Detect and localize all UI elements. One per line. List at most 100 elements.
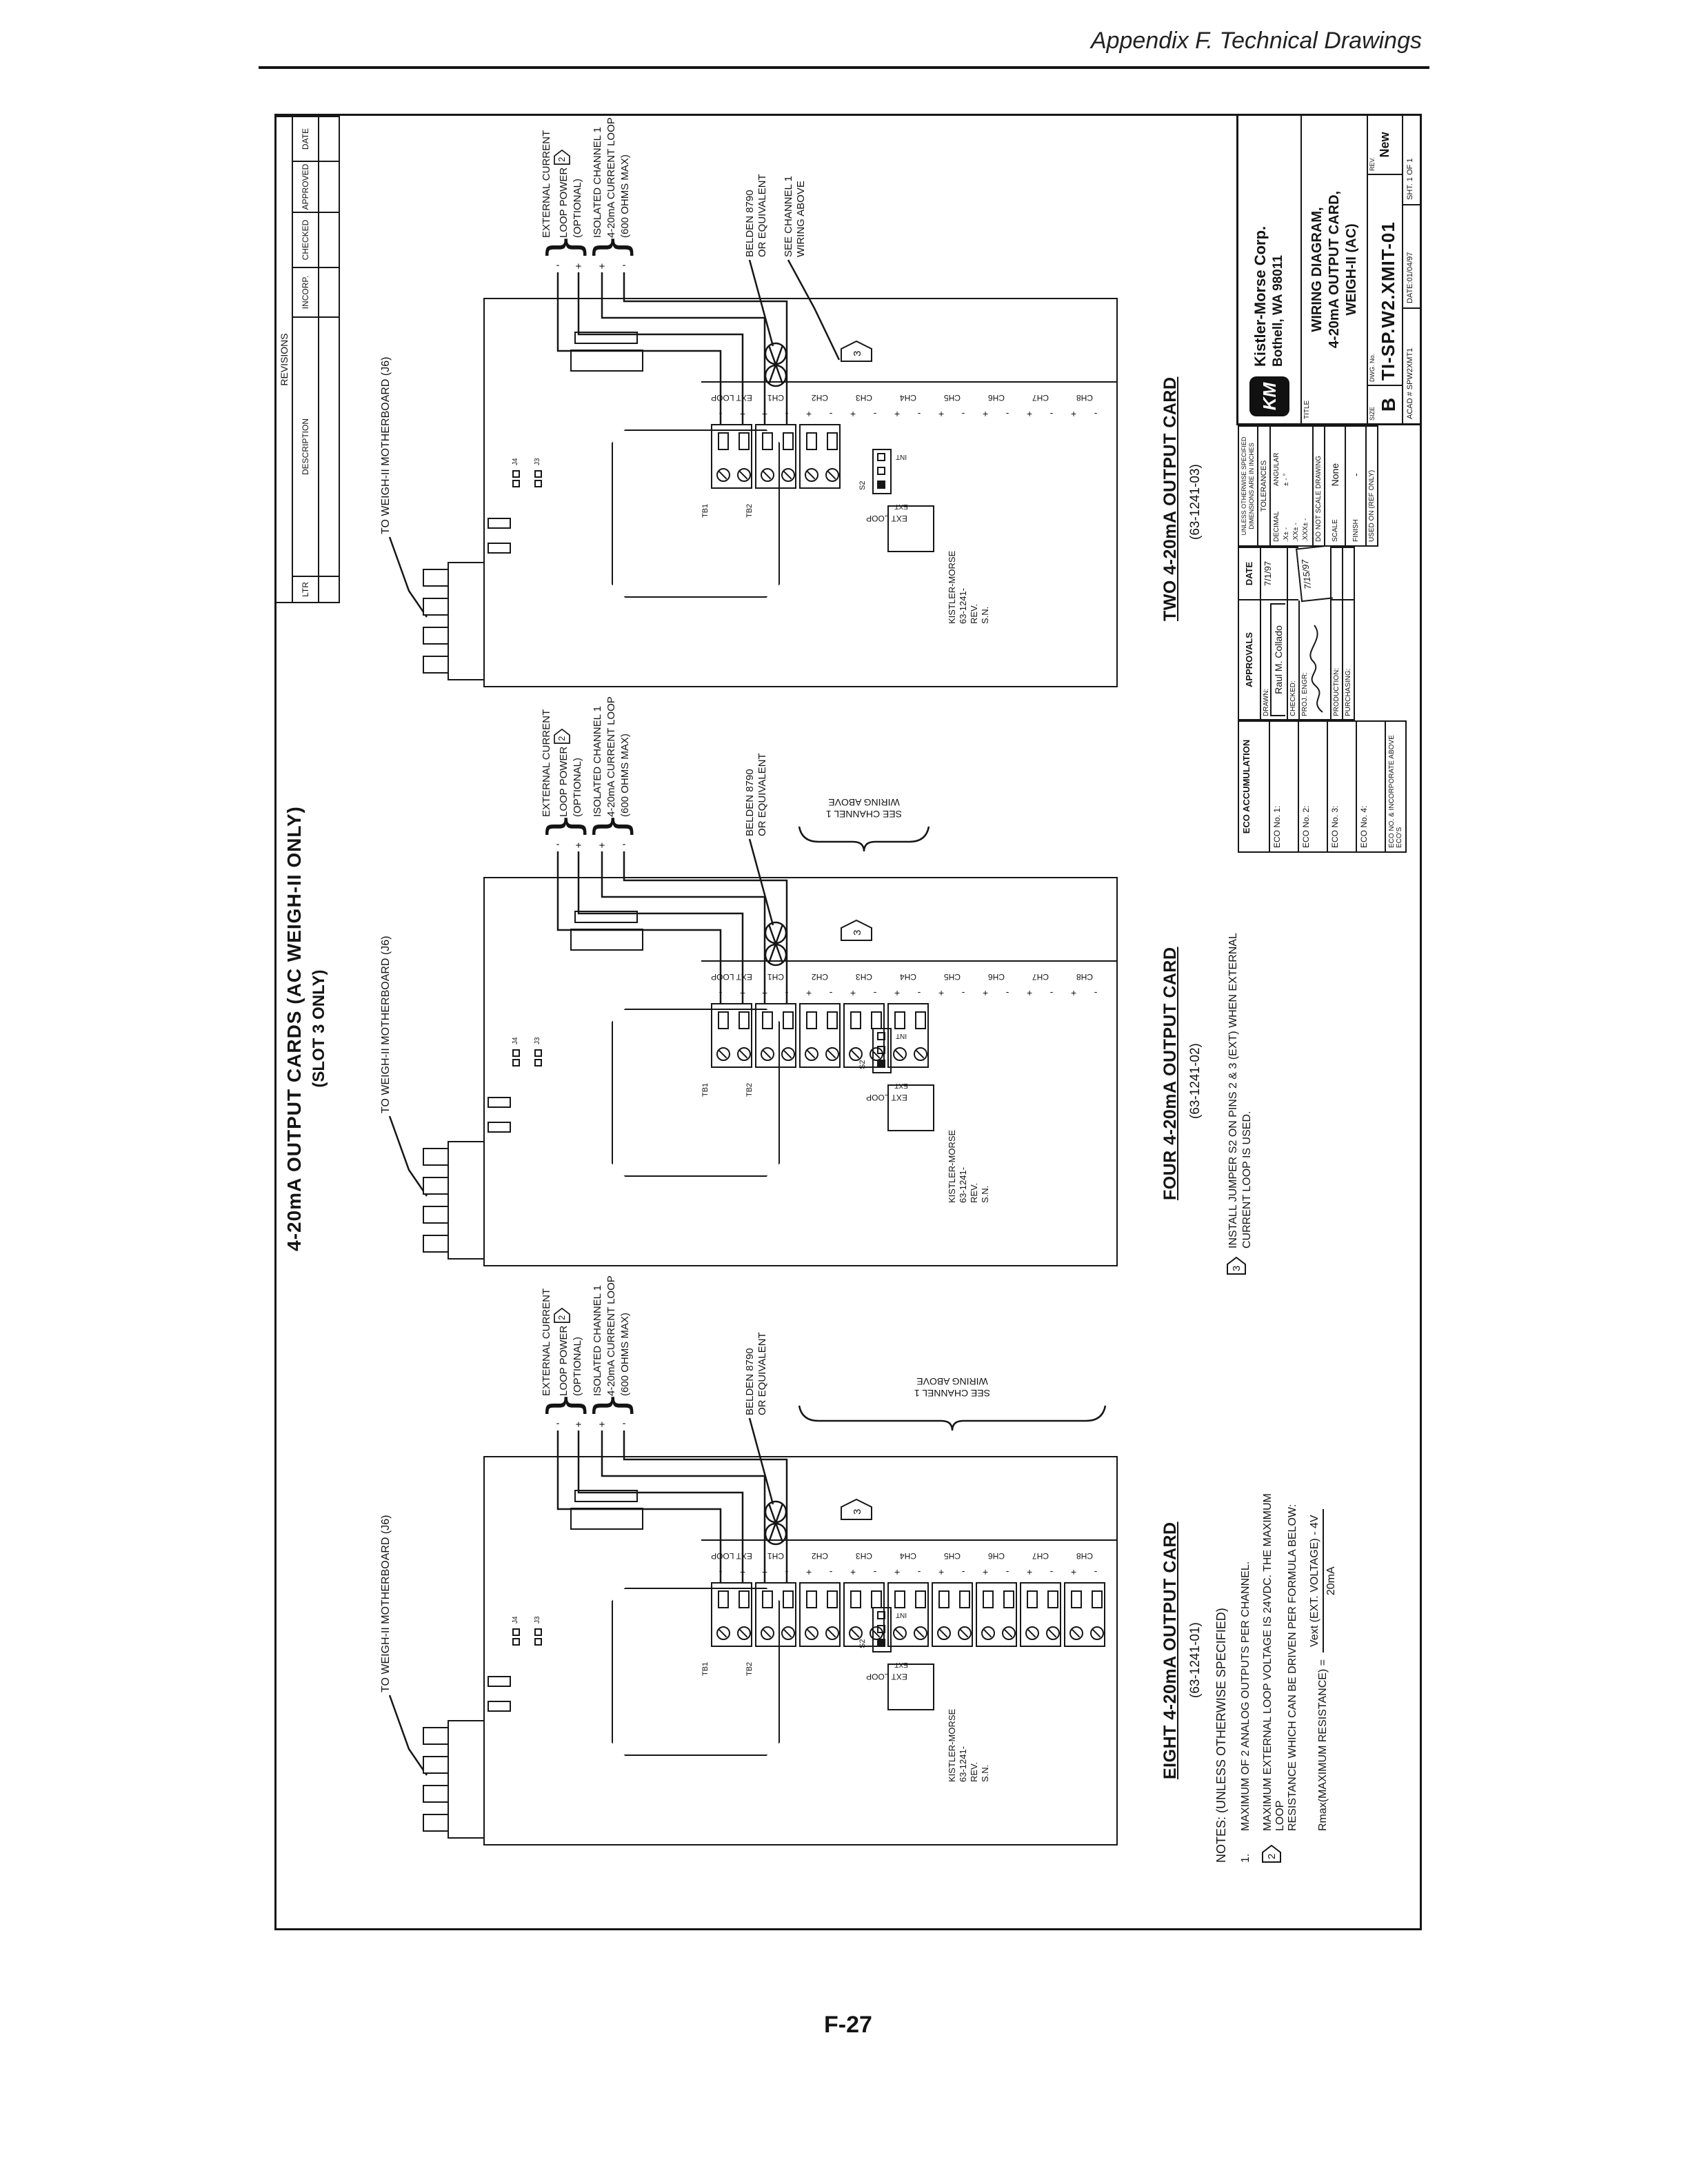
km-sticker-text: KISTLER-MORSE 63-1241- REV. S.N. (947, 550, 990, 624)
flag-3-icon: 3 (841, 340, 872, 362)
terminal-screw (937, 1626, 951, 1640)
polarity-mark: - (556, 1418, 560, 1430)
eco-table: ECO ACCUMULATION ECO No. 1: ECO No. 2: E… (1238, 720, 1407, 853)
jumper-designator: J3 (534, 458, 541, 465)
polarity-mark: - (785, 409, 789, 420)
polarity-mark: + (894, 1567, 901, 1578)
terminal-screw (914, 1626, 927, 1640)
revisions-table: REVISIONS LTR DESCRIPTION INCORP. CHECKE… (277, 116, 340, 603)
tolerances-block: UNLESS OTHERWISE SPECIFIED DIMENSIONS AR… (1238, 425, 1378, 547)
terminal-screw (914, 1047, 927, 1061)
polarity-mark: - (873, 409, 877, 420)
polarity-mark: + (761, 409, 768, 420)
polarity-mark: + (982, 988, 989, 999)
jumper-pad (534, 1638, 542, 1646)
edge-connector-pin (423, 1177, 450, 1195)
s2-jumper (872, 1028, 892, 1073)
channel-label: CH7 (1032, 1551, 1049, 1561)
terminal-screw (958, 1626, 972, 1640)
terminal-screw (761, 1047, 774, 1061)
edge-connector (448, 1720, 485, 1839)
eco-last-row: ECO NO. & INCORPORATE ABOVE ECO'S (1385, 720, 1407, 853)
external-loop-power-label: EXTERNAL CURRENT LOOP POWER 2 (OPTIONAL) (541, 1288, 583, 1396)
terminal-pin (827, 1590, 838, 1608)
brace-icon (590, 241, 634, 261)
jumper-pad (512, 1059, 520, 1066)
channel-label: CH5 (944, 972, 961, 982)
terminal-screw (761, 1626, 774, 1640)
rev-value: New (1378, 132, 1391, 158)
polarity-mark: + (938, 988, 945, 999)
polarity-mark: + (894, 409, 901, 420)
channel-label: CH2 (812, 1551, 829, 1561)
polarity-mark: - (556, 260, 560, 272)
polarity-mark: + (1070, 1567, 1077, 1578)
terminal-screw (781, 1047, 795, 1061)
motherboard-leader (388, 1695, 428, 1776)
jumper-pad (534, 1049, 542, 1057)
polarity-mark: + (761, 988, 768, 999)
eco-row: ECO No. 1: (1269, 720, 1298, 853)
terminal-pin (783, 1590, 794, 1608)
jumper-note: 3 INSTALL JUMPER S2 ON PINS 2 & 3 (EXT) … (1227, 933, 1254, 1275)
terminal-strip-edge (701, 1539, 1118, 1541)
jumper-pad (534, 1628, 542, 1636)
terminal-screw (737, 468, 751, 482)
terminal-pin (850, 1011, 861, 1029)
edge-connector-pin (423, 598, 450, 616)
drawing-frame: 4-20mA OUTPUT CARDS (AC WEIGH-II ONLY) (… (274, 114, 1422, 1930)
finish-value: - (1350, 473, 1361, 476)
edge-connector-pin (423, 1756, 450, 1774)
channel-label: CH2 (812, 972, 829, 982)
wire-diagram (388, 259, 841, 618)
channel-label: CH3 (856, 1551, 873, 1561)
note-2-flag-icon: 2 (1262, 1831, 1299, 1863)
jumper-pad (512, 470, 520, 478)
belden-leader (748, 259, 774, 347)
km-sticker-text: KISTLER-MORSE 63-1241- REV. S.N. (947, 1708, 990, 1782)
s2-pin (877, 1060, 885, 1068)
belden-label: BELDEN 8790 OR EQUIVALENT (744, 753, 768, 836)
jumper-designator: J3 (534, 1037, 541, 1044)
polarity-mark: + (739, 1567, 746, 1578)
wire-diagram (388, 826, 930, 1197)
terminal-pin (762, 1011, 773, 1029)
dwg-number: TI-SP.W2.XMIT-01 (1378, 221, 1398, 381)
s2-pin (877, 453, 885, 461)
polarity-mark: - (622, 1418, 626, 1430)
terminal-pin (1071, 1590, 1082, 1608)
channel-label: CH7 (1032, 972, 1049, 982)
appendix-header: Appendix F. Technical Drawings (1090, 28, 1422, 54)
terminal-block (976, 1582, 1017, 1647)
terminal-screw (1069, 1626, 1083, 1640)
terminal-pin (738, 432, 750, 450)
terminal-pin (1092, 1590, 1103, 1608)
terminal-pin (806, 432, 817, 450)
jumper-pad (534, 470, 542, 478)
terminal-pin (718, 1590, 729, 1608)
terminal-block (799, 1582, 841, 1647)
terminal-pin (762, 1590, 773, 1608)
s2-designator: S2 (858, 1060, 867, 1069)
terminal-screw (893, 1047, 907, 1061)
polarity-mark: - (917, 1567, 921, 1578)
terminal-screw (1046, 1626, 1060, 1640)
svg-text:3: 3 (852, 1509, 863, 1515)
terminal-pin (806, 1590, 817, 1608)
see-channel-note: SEE CHANNEL 1 WIRING ABOVE (826, 797, 902, 820)
terminal-screw (716, 1626, 730, 1640)
sheet-cell: SHT. 1 OF 1 (1406, 158, 1414, 200)
polarity-mark: + (1070, 409, 1077, 420)
ext-position-label: EXT (894, 503, 908, 510)
channel-label: CH5 (944, 1551, 961, 1561)
polarity-mark: - (1094, 988, 1098, 999)
jumper-pad (512, 1628, 520, 1636)
polarity-mark: + (739, 988, 746, 999)
terminal-pin (1027, 1590, 1038, 1608)
s2-pin (877, 1032, 885, 1040)
see-channel-note: SEE CHANNEL 1 WIRING ABOVE (783, 176, 807, 257)
approval-production-label: PRODUCTION: (1333, 668, 1340, 716)
polarity-mark: - (829, 409, 833, 420)
edge-connector-pin (423, 1814, 450, 1832)
polarity-mark: - (961, 409, 965, 420)
